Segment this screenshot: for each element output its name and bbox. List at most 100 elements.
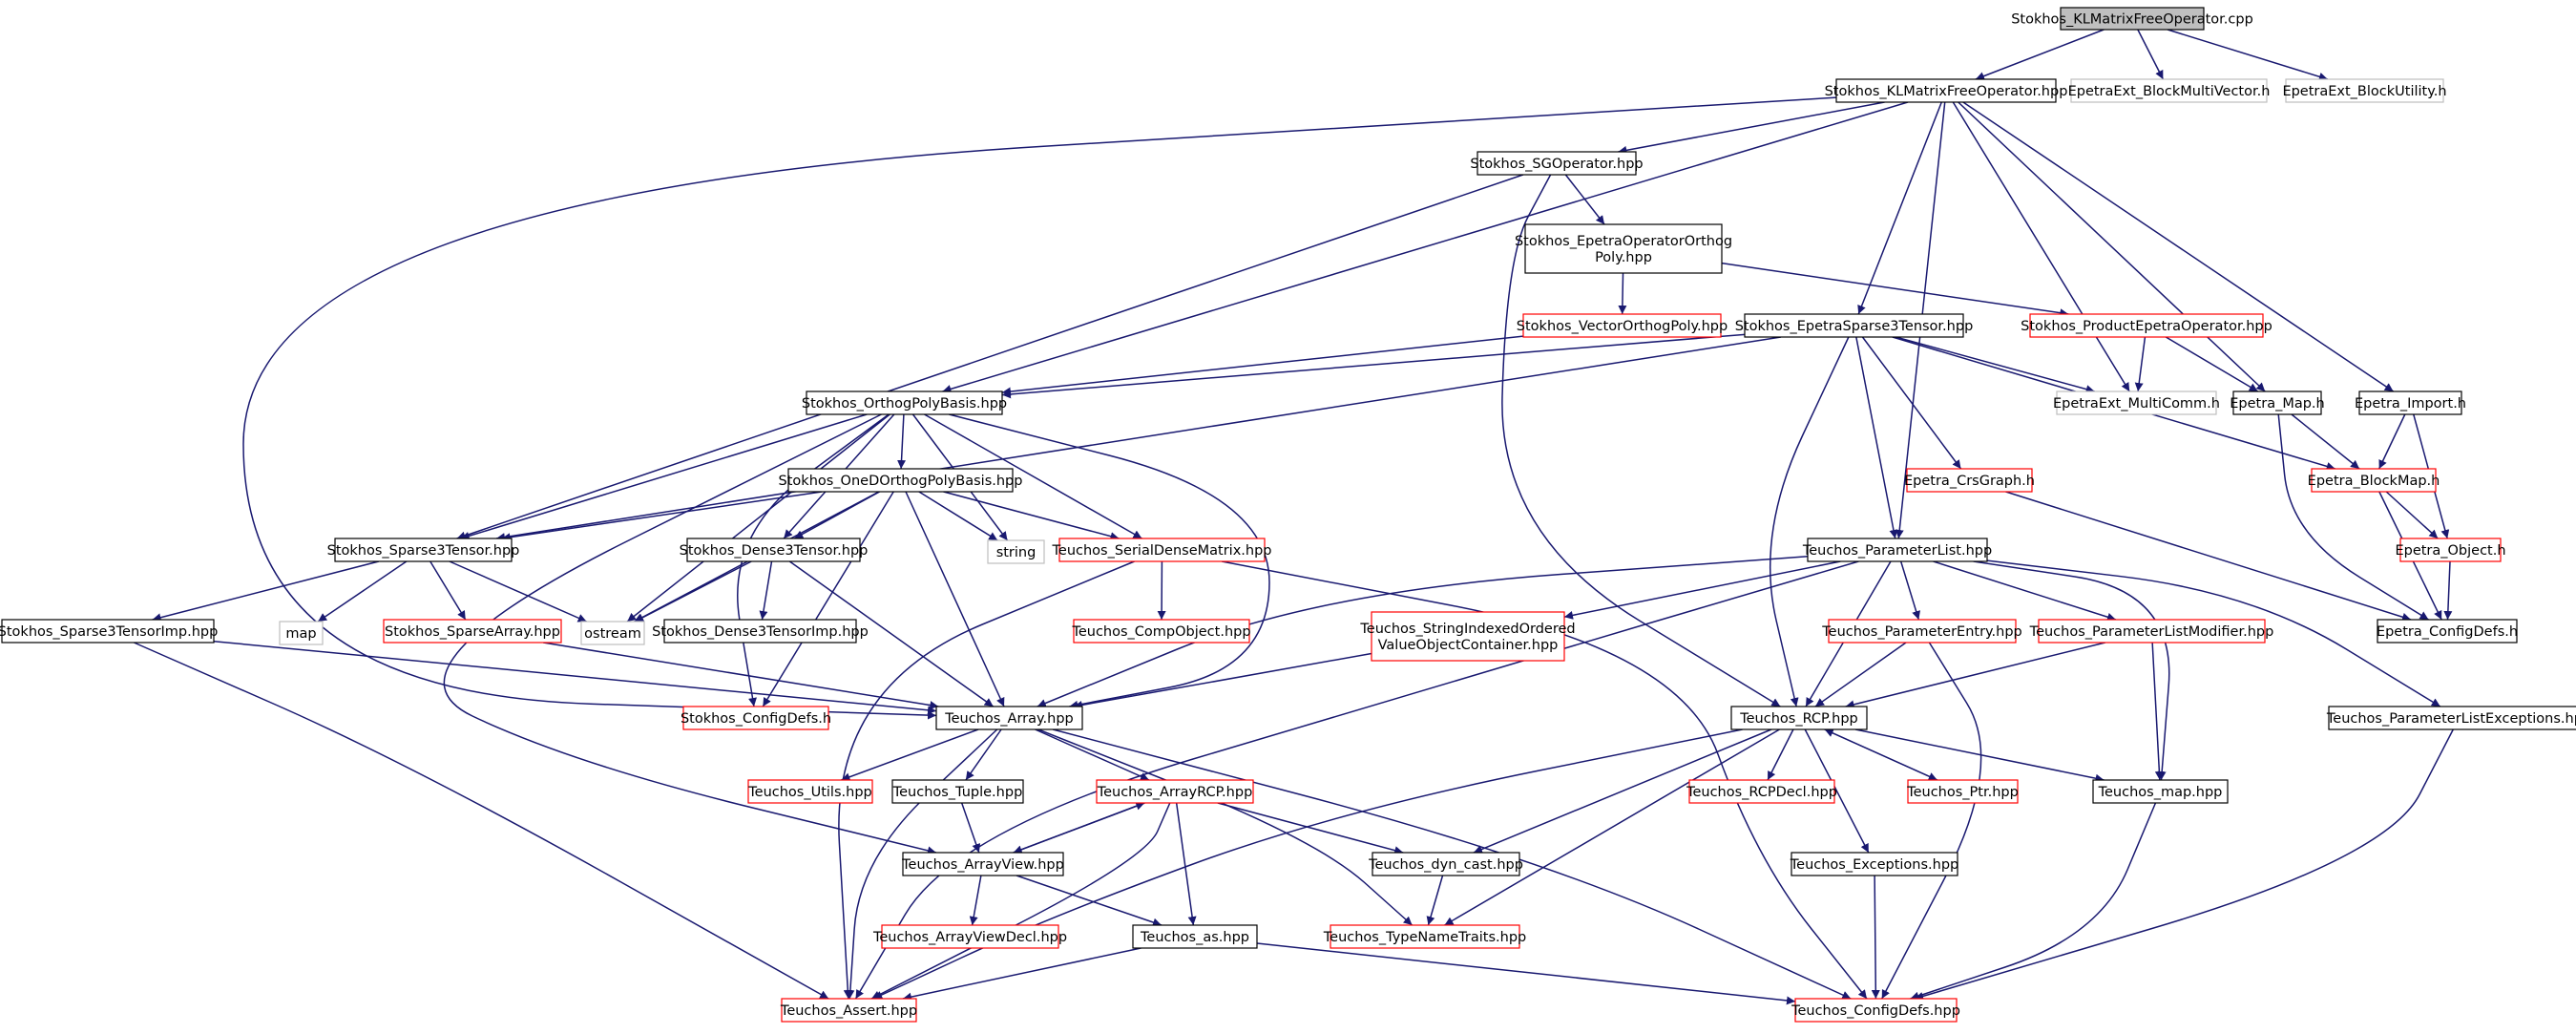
node-sarr[interactable]: Stokhos_SparseArray.hpp bbox=[383, 619, 562, 644]
node-tas[interactable]: Teuchos_as.hpp bbox=[1132, 924, 1258, 949]
node-odopb[interactable]: Stokhos_OneDOrthogPolyBasis.hpp bbox=[779, 468, 1023, 493]
node-label: EpetraExt_MultiComm.h bbox=[2053, 396, 2220, 411]
edge-opb-to-s3t bbox=[460, 413, 868, 540]
node-bmv: EpetraExt_BlockMultiVector.h bbox=[2068, 78, 2270, 103]
node-aview[interactable]: Teuchos_ArrayView.hpp bbox=[901, 852, 1064, 876]
node-avdecl[interactable]: Teuchos_ArrayViewDecl.hpp bbox=[872, 924, 1067, 949]
node-ecdefs[interactable]: Epetra_ConfigDefs.h bbox=[2377, 619, 2518, 644]
node-es3t[interactable]: Stokhos_EpetraSparse3Tensor.hpp bbox=[1735, 313, 1974, 338]
node-vop[interactable]: Stokhos_VectorOrthogPoly.hpp bbox=[1517, 313, 1728, 338]
node-box bbox=[686, 538, 861, 562]
node-tuple[interactable]: Teuchos_Tuple.hpp bbox=[891, 779, 1024, 804]
node-eimp[interactable]: Epetra_Import.h bbox=[2355, 390, 2466, 415]
node-box bbox=[383, 619, 562, 644]
node-box bbox=[2232, 390, 2322, 415]
node-mcomm: EpetraExt_MultiComm.h bbox=[2053, 390, 2220, 415]
node-box bbox=[580, 621, 645, 645]
node-plmod[interactable]: Teuchos_ParameterListModifier.hpp bbox=[2029, 619, 2274, 644]
node-pentry[interactable]: Teuchos_ParameterEntry.hpp bbox=[1821, 619, 2022, 644]
node-arcp[interactable]: Teuchos_ArrayRCP.hpp bbox=[1096, 779, 1254, 804]
node-box bbox=[987, 539, 1045, 564]
node-label: ValueObjectContainer.hpp bbox=[1378, 638, 1559, 653]
node-label: Teuchos_Array.hpp bbox=[944, 711, 1074, 727]
node-d3ti[interactable]: Stokhos_Dense3TensorImp.hpp bbox=[652, 619, 869, 644]
node-tmap[interactable]: Teuchos_map.hpp bbox=[2092, 779, 2229, 804]
node-box bbox=[1, 619, 215, 644]
node-crs[interactable]: Epetra_CrsGraph.h bbox=[1904, 468, 2035, 493]
node-peo[interactable]: Stokhos_ProductEpetraOperator.hpp bbox=[2021, 313, 2272, 338]
node-scdefs[interactable]: Stokhos_ConfigDefs.h bbox=[681, 706, 831, 730]
edge-klhpp-to-opb bbox=[942, 101, 1909, 393]
node-rcp[interactable]: Teuchos_RCP.hpp bbox=[1730, 706, 1868, 730]
node-s3t[interactable]: Stokhos_Sparse3Tensor.hpp bbox=[327, 538, 520, 562]
node-tcdefs[interactable]: Teuchos_ConfigDefs.hpp bbox=[1791, 998, 1960, 1023]
node-klhpp[interactable]: Stokhos_KLMatrixFreeOperator.hpp bbox=[1825, 78, 2068, 103]
edge-sdm-to-tcdefs bbox=[1221, 560, 1868, 1000]
node-label: ostream bbox=[584, 626, 641, 642]
edge-root-to-bmv bbox=[2137, 29, 2165, 80]
node-ptr[interactable]: Teuchos_Ptr.hpp bbox=[1906, 779, 2019, 804]
node-box bbox=[1073, 619, 1250, 644]
node-box bbox=[1522, 313, 1722, 338]
node-box bbox=[1807, 538, 1988, 562]
node-label: Teuchos_ArrayRCP.hpp bbox=[1097, 785, 1253, 800]
node-emap[interactable]: Epetra_Map.h bbox=[2230, 390, 2325, 415]
node-opb[interactable]: Stokhos_OrthogPolyBasis.hpp bbox=[802, 390, 1007, 415]
node-sdm[interactable]: Teuchos_SerialDenseMatrix.hpp bbox=[1052, 538, 1272, 562]
node-box bbox=[1730, 706, 1868, 730]
edge-eimp-to-ebmap bbox=[2378, 413, 2406, 470]
node-dyn[interactable]: Teuchos_dyn_cast.hpp bbox=[1368, 852, 1523, 876]
edge-sgop-to-s3t bbox=[456, 174, 1524, 540]
node-label: Stokhos_SGOperator.hpp bbox=[1470, 157, 1643, 172]
node-d3t[interactable]: Stokhos_Dense3Tensor.hpp bbox=[680, 538, 869, 562]
node-tnt[interactable]: Teuchos_TypeNameTraits.hpp bbox=[1323, 924, 1526, 949]
edge-odopb-to-tarr bbox=[905, 491, 1005, 707]
edge-klhpp-to-es3t bbox=[1857, 101, 1942, 315]
node-ebmap[interactable]: Epetra_BlockMap.h bbox=[2308, 468, 2440, 493]
node-cobj[interactable]: Teuchos_CompObject.hpp bbox=[1071, 619, 1251, 644]
node-box bbox=[1835, 78, 2057, 103]
edge-es3t-to-plist bbox=[1855, 336, 1898, 539]
node-box bbox=[935, 706, 1083, 730]
node-plexc[interactable]: Teuchos_ParameterListExceptions.hpp bbox=[2326, 706, 2576, 730]
edge-d3t-to-ostream bbox=[634, 560, 752, 623]
node-label: string bbox=[996, 545, 1037, 560]
edges bbox=[134, 29, 2454, 1005]
node-eobj[interactable]: Epetra_Object.h bbox=[2395, 538, 2506, 562]
edge-plist-to-assert bbox=[854, 560, 1859, 1000]
node-rcpdecl[interactable]: Teuchos_RCPDecl.hpp bbox=[1686, 779, 1837, 804]
node-label: Stokhos_EpetraSparse3Tensor.hpp bbox=[1735, 319, 1974, 334]
node-box bbox=[1476, 151, 1637, 176]
edge-crs-to-ecdefs bbox=[2005, 491, 2412, 622]
edge-plist-to-tmap bbox=[1973, 560, 2170, 781]
node-plist[interactable]: Teuchos_ParameterList.hpp bbox=[1802, 538, 1992, 562]
node-sivo[interactable]: Teuchos_StringIndexedOrderedValueObjectC… bbox=[1359, 611, 1576, 662]
node-label: Stokhos_ProductEpetraOperator.hpp bbox=[2021, 319, 2272, 334]
node-label: Epetra_ConfigDefs.h bbox=[2377, 624, 2518, 640]
edge-klhpp-to-emap bbox=[1958, 101, 2266, 392]
node-root: Stokhos_KLMatrixFreeOperator.cpp bbox=[2011, 7, 2253, 31]
edge-tuple-to-aview bbox=[960, 802, 981, 854]
node-tarr[interactable]: Teuchos_Array.hpp bbox=[935, 706, 1083, 730]
node-label: map bbox=[285, 626, 316, 642]
node-label: EpetraExt_BlockUtility.h bbox=[2282, 84, 2446, 99]
node-box bbox=[902, 852, 1064, 876]
node-assert[interactable]: Teuchos_Assert.hpp bbox=[780, 998, 917, 1023]
edge-rcp-to-tnt bbox=[1444, 728, 1780, 926]
node-s3ti[interactable]: Stokhos_Sparse3TensorImp.hpp bbox=[0, 619, 218, 644]
node-label: Stokhos_EpetraOperatorOrthog bbox=[1515, 234, 1732, 249]
node-box bbox=[1524, 223, 1723, 274]
node-exc[interactable]: Teuchos_Exceptions.hpp bbox=[1790, 852, 1958, 876]
node-label: Epetra_Import.h bbox=[2355, 396, 2466, 411]
node-box bbox=[1330, 924, 1520, 949]
node-label: Stokhos_Sparse3Tensor.hpp bbox=[327, 543, 520, 559]
edge-plist-to-tarr bbox=[1037, 556, 1809, 707]
node-sgop[interactable]: Stokhos_SGOperator.hpp bbox=[1470, 151, 1644, 176]
node-box bbox=[1828, 619, 2017, 644]
node-box bbox=[2377, 619, 2518, 644]
node-box bbox=[2285, 78, 2444, 103]
node-label: Teuchos_Tuple.hpp bbox=[892, 785, 1023, 800]
node-utils[interactable]: Teuchos_Utils.hpp bbox=[747, 779, 873, 804]
node-ostream: ostream bbox=[580, 621, 645, 645]
